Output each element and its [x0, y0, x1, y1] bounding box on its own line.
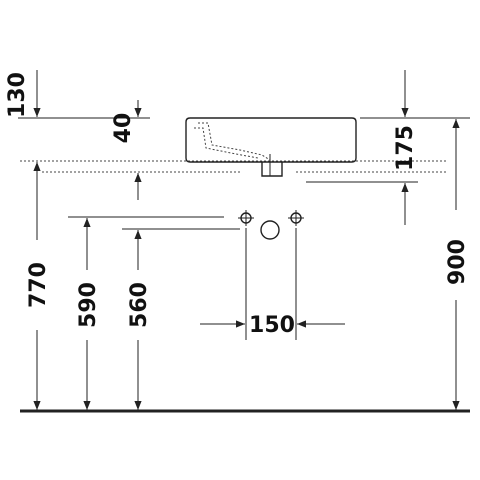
dimension-590: 590 [68, 216, 224, 410]
basin [185, 117, 357, 177]
dimension-770: 770 [26, 162, 51, 410]
dimension-900: 900 [360, 117, 470, 410]
dimension-40-label: 40 [111, 113, 136, 144]
dimension-900-label: 900 [445, 239, 470, 285]
dimension-590-label: 590 [76, 282, 101, 328]
dimension-175-label: 175 [393, 125, 418, 171]
dimension-770-label: 770 [26, 262, 51, 308]
dimension-40: 40 [111, 100, 142, 200]
dimension-560: 560 [122, 228, 240, 410]
dimension-175: 175 [306, 70, 418, 225]
tap-holes [238, 210, 304, 240]
dimension-150: 150 [200, 228, 345, 340]
dimension-560-label: 560 [127, 282, 152, 328]
dimension-130: 130 [5, 70, 150, 119]
dimension-150-label: 150 [249, 313, 295, 338]
dimension-130-label: 130 [5, 72, 30, 118]
